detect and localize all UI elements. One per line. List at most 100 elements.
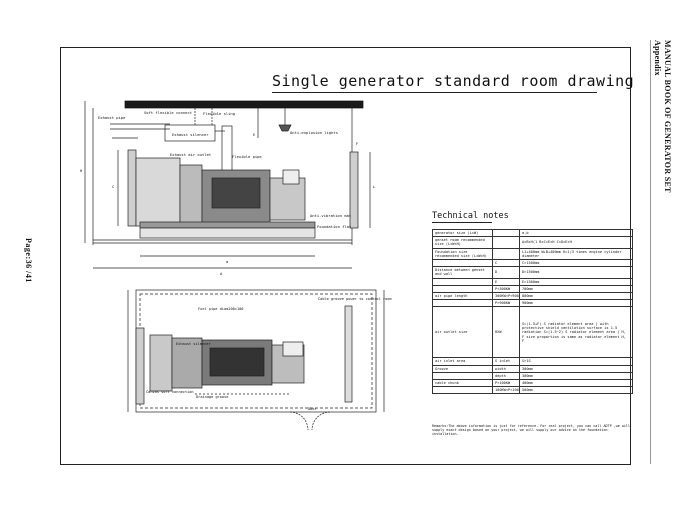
dim-A: A	[220, 271, 223, 276]
row-label	[432, 259, 493, 268]
row-sublabel: C	[492, 259, 520, 268]
row-value: 300mm	[519, 364, 633, 373]
row-sublabel: 100KW<P<1000KW	[492, 386, 520, 395]
row-label	[432, 277, 493, 286]
row-value: S=(1.5+F) S radiator element area | with…	[519, 306, 633, 359]
row-label: Foundation size recommended size (L×W×H)	[432, 247, 493, 261]
row-label	[432, 371, 493, 381]
label-anti-vibration: Anti-vibration mat	[310, 213, 351, 218]
row-sublabel: S inlet	[492, 357, 520, 366]
row-sublabel: P<100KW	[492, 379, 520, 388]
section-label: Appendix	[653, 40, 662, 76]
label-drainage: Drainage groove	[196, 395, 228, 399]
row-value: L1+400mm W+B+400mm H=1/3 times engine cy…	[519, 247, 633, 261]
label-lights: Anti-explosion lights	[290, 130, 338, 135]
dim-E: E	[253, 132, 256, 137]
row-label: generator size (L×W)	[432, 228, 493, 238]
light-fixture	[278, 124, 292, 132]
dim-a: a	[226, 259, 228, 264]
label-soft-connect: Soft flexible connect	[144, 110, 192, 115]
table-row: generator size (L×W) a,b	[432, 228, 633, 238]
intake-louver	[127, 149, 137, 227]
row-label: Distance between genset and wall	[432, 266, 493, 279]
label-foundation: Foundation flat	[317, 224, 351, 229]
technical-notes-underline	[432, 222, 492, 223]
row-value: 700mm	[519, 284, 633, 294]
label-fuel-pipe: Fuel pipe diam100×100	[198, 307, 243, 311]
row-sublabel: width	[492, 364, 520, 373]
label-door: Door	[308, 407, 317, 411]
row-sublabel	[492, 228, 520, 238]
row-value: E>1500mm	[519, 277, 633, 286]
row-sublabel: P>900KW	[492, 299, 520, 308]
row-sublabel: D	[492, 266, 520, 279]
row-value: S>1S	[519, 357, 633, 366]
row-value: a,b	[519, 228, 633, 238]
row-label: air outlet size	[432, 306, 493, 359]
row-label: cable chunk	[432, 379, 493, 388]
page-number: Page:36 /41	[24, 238, 33, 283]
row-label: air pipe length	[432, 292, 493, 301]
dim-L: L	[373, 184, 376, 189]
row-value: D>1500mm	[519, 266, 633, 279]
table-row: genset room recommended size (L×W×H) A×B×…	[432, 236, 633, 249]
row-sublabel: 300KW<P<900KW	[492, 292, 520, 301]
technical-notes-remark: Remarks:The above information is just fo…	[432, 424, 631, 437]
row-sublabel	[492, 236, 520, 249]
radiator	[135, 157, 181, 227]
row-value: 900mm	[519, 299, 633, 308]
label-flexible-sling: Flexible sling	[203, 111, 235, 116]
elevation-view	[84, 100, 371, 269]
label-plan-silencer: Exhaust silencer	[176, 342, 211, 346]
row-label	[432, 284, 493, 294]
label-cable-groove: Cable groove power to control room	[318, 297, 392, 301]
outlet-louver	[349, 151, 359, 229]
row-value: 300mm	[519, 371, 633, 381]
manual-header: MANUAL BOOK OF GENERATOR SET Appendix	[652, 40, 672, 193]
foundation	[139, 227, 316, 239]
row-value: A×B×H(1 B×C×E×H C×D×E×H	[519, 236, 633, 249]
row-value: 400mm	[519, 379, 633, 388]
dim-H: H	[80, 168, 83, 173]
row-label: Groove	[432, 364, 493, 373]
row-sublabel: depth	[492, 371, 520, 381]
row-value: C>1500mm	[519, 259, 633, 268]
row-value: 800mm	[519, 292, 633, 301]
row-label	[432, 299, 493, 308]
table-row: Foundation size recommended size (L×W×H)…	[432, 247, 633, 261]
drawing-title: Single generator standard room drawing	[272, 72, 635, 90]
row-sublabel	[492, 247, 520, 261]
technical-notes-title: Technical notes	[432, 211, 509, 221]
title-underline	[272, 92, 597, 93]
plan-view	[127, 289, 385, 431]
row-label: genset room recommended size (L×W×H)	[432, 236, 493, 249]
manual-title: MANUAL BOOK OF GENERATOR SET	[663, 40, 672, 193]
exhaust-silencer	[164, 124, 216, 142]
row-label: air inlet area	[432, 357, 493, 366]
header-divider	[650, 40, 651, 464]
label-exhaust-outlet: Exhaust air outlet	[170, 152, 211, 157]
row-sublabel: E	[492, 277, 520, 286]
label-canvas-connection: Canvas soft connection	[146, 390, 194, 394]
row-sublabel: HXW	[492, 306, 520, 359]
row-label	[432, 386, 493, 395]
label-flexible-pipe: Flexible pipe	[232, 154, 262, 159]
dim-C: C	[112, 184, 114, 189]
dim-F: F	[356, 141, 359, 146]
roof-slab	[124, 100, 364, 109]
row-sublabel: P<300KW	[492, 284, 520, 294]
label-exhaust-pipe: Exhaust pipe	[98, 115, 126, 120]
